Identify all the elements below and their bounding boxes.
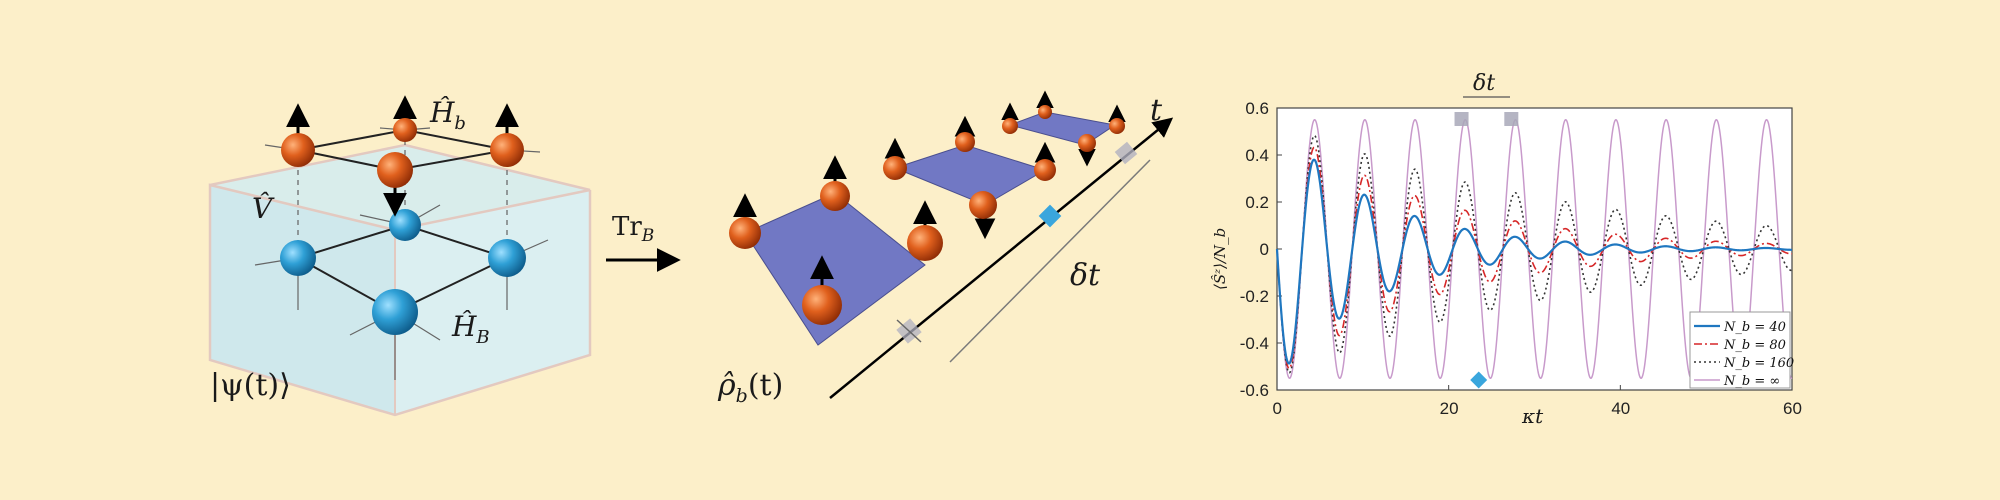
bath-spin (488, 239, 526, 277)
legend-entry: N_b = ∞ (1723, 374, 1780, 389)
bath-box-edges (208, 143, 592, 417)
y-tick-label: -0.6 (1240, 381, 1269, 400)
system-spin (1034, 159, 1056, 181)
system-spin (729, 217, 761, 249)
time-axis (829, 117, 1174, 399)
series-line (1275, 158, 1792, 365)
system-spin (1002, 118, 1018, 134)
x-tick-label: 40 (1611, 399, 1630, 418)
y-tick-label: 0.2 (1245, 193, 1269, 212)
label-trace: Tr (612, 212, 642, 242)
system-spin (1109, 118, 1125, 134)
y-tick-label: 0.4 (1245, 146, 1269, 165)
label-rho-arg: (t) (748, 368, 783, 403)
y-tick-label: -0.4 (1240, 334, 1269, 353)
y-tick-label: 0.6 (1245, 99, 1269, 118)
time-marker-cross (896, 319, 922, 343)
series-line (1276, 118, 1793, 380)
panel-reduced-dynamics: t δt (717, 90, 1174, 407)
delta-t-guide (949, 159, 1151, 363)
svg-text:TrB: TrB (612, 212, 654, 246)
svg-text:Ĥb: Ĥb (429, 96, 466, 134)
svg-text:ĤB: ĤB (451, 310, 490, 348)
chart-series (1275, 118, 1793, 380)
legend-entry: N_b = 160 (1723, 356, 1794, 371)
svg-text:ρ̂b(t): ρ̂b(t) (717, 368, 783, 407)
system-spin (490, 133, 524, 167)
plaquette-small (1008, 111, 1117, 146)
system-spin (393, 118, 417, 142)
label-psi: |ψ(t)⟩ (210, 368, 291, 403)
plaquette-medium (893, 144, 1047, 206)
bath-spin (389, 209, 421, 241)
series-line (1276, 146, 1793, 370)
label-rho-sub: b (736, 385, 748, 407)
label-h-system: Ĥ (429, 96, 455, 129)
y-tick-label: 0 (1260, 240, 1269, 259)
system-spin (377, 152, 413, 188)
time-marker-square (1454, 112, 1469, 126)
label-trace-sub: B (641, 226, 655, 246)
bath-box-right-face (395, 190, 590, 415)
time-marker-square (1114, 141, 1138, 165)
chart-panel: 0 20 40 60 0.6 0.4 0.2 0 -0.2 -0.4 -0.6 δt κt ⟨Ŝᶻ⟩… (1211, 71, 1802, 428)
x-tick-label: 0 (1273, 399, 1282, 418)
label-h-system-sub: b (454, 113, 466, 134)
system-spin (955, 132, 975, 152)
legend-entry: N_b = 80 (1723, 338, 1786, 353)
time-marker-square (1504, 112, 1519, 126)
chart-title: δt (1473, 71, 1495, 96)
system-spin (969, 191, 997, 219)
chart-ylabel: ⟨Ŝᶻ⟩/N_b (1211, 228, 1229, 290)
x-tick-label: 60 (1783, 399, 1802, 418)
system-spin (1038, 105, 1052, 119)
label-h-bath: Ĥ (451, 310, 477, 343)
x-tick-label: 20 (1440, 399, 1459, 418)
label-time: t (1150, 93, 1163, 128)
trace-arrow-group: TrB (606, 212, 681, 272)
system-spin (802, 285, 842, 325)
y-tick-label: -0.2 (1240, 287, 1269, 306)
bath-spin (280, 240, 316, 276)
label-h-bath-sub: B (475, 327, 489, 348)
system-spin (907, 225, 943, 261)
legend-entry: N_b = 40 (1723, 320, 1786, 335)
label-coupling-v: V̂ (252, 192, 275, 225)
plaquette-large (744, 192, 926, 346)
label-rho: ρ̂ (717, 368, 736, 403)
panel-full-system: Ĥb V̂ ĤB |ψ(t)⟩ (208, 95, 592, 417)
system-spin (820, 181, 850, 211)
chart-xlabel: κt (1521, 404, 1544, 428)
system-spin (281, 133, 315, 167)
system-spin (1078, 134, 1096, 152)
label-delta-t-panel: δt (1070, 258, 1101, 293)
chart-axes: 0 20 40 60 0.6 0.4 0.2 0 -0.2 -0.4 -0.6 (1240, 99, 1802, 418)
system-spin (883, 156, 907, 180)
bath-spin (372, 289, 418, 335)
